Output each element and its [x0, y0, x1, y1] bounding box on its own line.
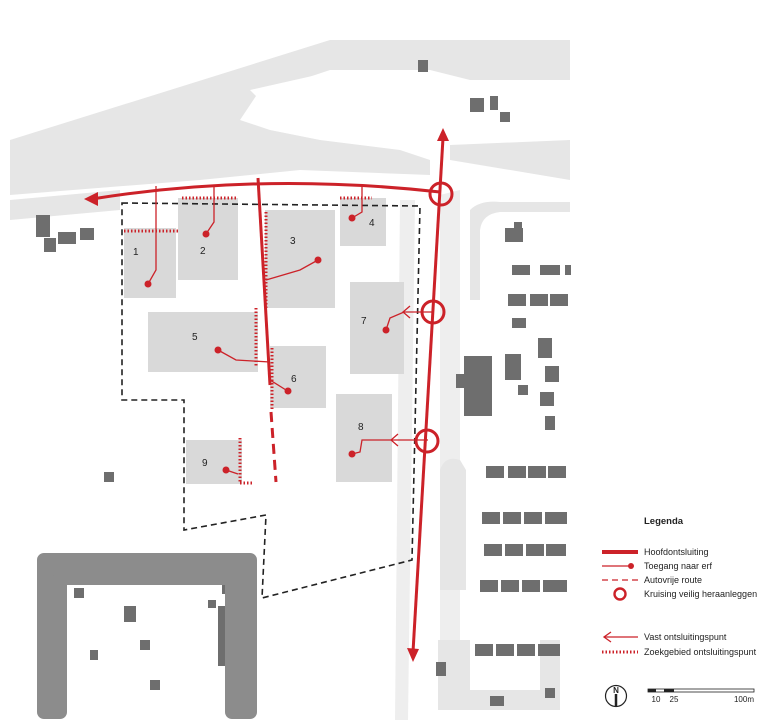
plot-area-8	[336, 394, 392, 482]
crossings-safe	[414, 181, 454, 454]
legend-item-fixedpoint: Vast ontsluitingspunt	[600, 631, 726, 643]
plan-boundary	[121, 202, 421, 600]
legend-item-crossing: Kruising veilig heraanleggen	[600, 587, 758, 601]
legend-label-access: Toegang naar erf	[644, 561, 713, 571]
legend-title: Legenda	[644, 516, 684, 527]
legend-swatch-searcharea	[602, 650, 638, 654]
search-areas	[124, 196, 372, 485]
plot-access-lines	[147, 186, 432, 475]
north-arrow-icon: N	[604, 684, 628, 708]
main-access-roads	[91, 137, 445, 653]
fixed-access-points	[390, 305, 411, 447]
plot-area-6	[270, 346, 326, 408]
legend-label-main: Hoofdontsluiting	[644, 547, 709, 557]
legend-item-searcharea: Zoekgebied ontsluitingspunt	[600, 646, 756, 658]
north-label: N	[613, 686, 619, 695]
plot-label-1: 1	[133, 247, 139, 258]
plot-area-5	[148, 312, 258, 372]
legend-swatch-crossing	[613, 587, 627, 601]
scale-tick-25: 25	[670, 695, 679, 704]
plot-buildings	[124, 198, 404, 484]
plot-area-9	[186, 440, 242, 484]
scale-tick-10: 10	[652, 695, 661, 704]
plot-label-9: 9	[202, 458, 208, 469]
scale-bar: 10 25 100m	[647, 688, 755, 704]
legend-swatch-carfree	[602, 579, 638, 581]
legend-label-fixedpoint: Vast ontsluitingspunt	[644, 632, 727, 642]
plot-labels: 1 2 3 4 5 6 7 8 9	[133, 218, 375, 469]
legend-item-access: Toegang naar erf	[600, 560, 712, 572]
background-terrain	[10, 40, 570, 720]
plot-area-7	[350, 282, 404, 374]
plot-label-4: 4	[369, 218, 375, 229]
plot-area-3	[265, 210, 335, 308]
plot-label-5: 5	[192, 332, 198, 343]
legend-swatch-fixedpoint	[602, 631, 638, 643]
plot-label-6: 6	[291, 374, 297, 385]
legend-label-searcharea: Zoekgebied ontsluitingspunt	[644, 647, 757, 657]
plot-access-points	[144, 214, 390, 474]
legend-swatch-access	[602, 563, 634, 569]
plot-label-2: 2	[200, 246, 206, 257]
legend: Legenda Hoofdontsluiting Toegang naar er…	[600, 516, 768, 657]
legend-label-carfree: Autovrije route	[644, 575, 703, 585]
plot-label-7: 7	[361, 316, 367, 327]
plot-area-2	[178, 198, 238, 280]
legend-item-carfree: Autovrije route	[600, 574, 702, 586]
legend-label-crossing: Kruising veilig heraanleggen	[644, 589, 758, 599]
plot-label-8: 8	[358, 422, 364, 433]
scale-tick-100: 100m	[734, 695, 754, 704]
legend-item-main: Hoofdontsluiting	[600, 546, 709, 558]
plot-label-3: 3	[290, 236, 296, 247]
legend-swatch-main	[602, 550, 638, 554]
perimeter-block	[37, 553, 257, 719]
car-free-route	[269, 411, 278, 483]
plot-area-1	[124, 228, 176, 298]
arrowheads	[84, 128, 449, 662]
